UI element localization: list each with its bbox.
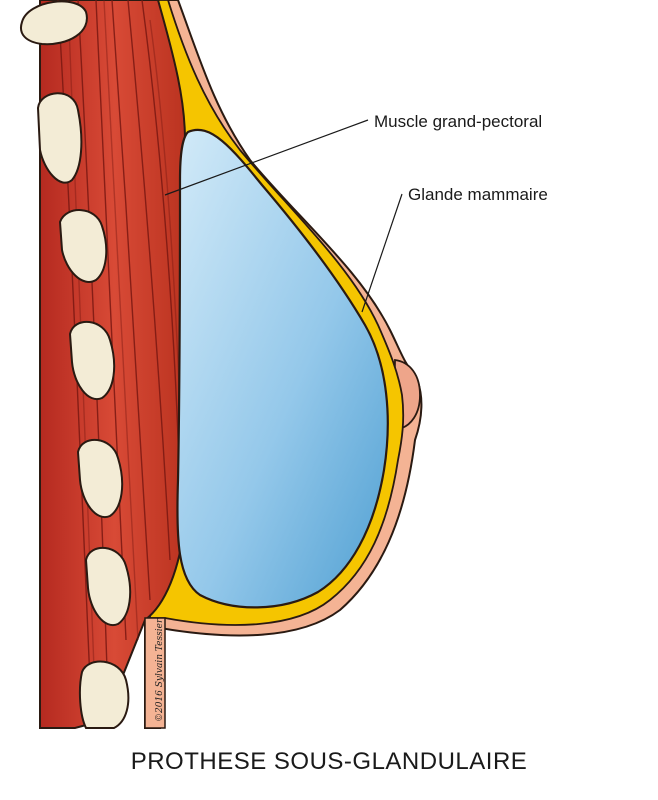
rib-2 [36,92,83,184]
figure-caption: PROTHESE SOUS-GLANDULAIRE [130,748,528,775]
artist-signature: ©2016 Sylvain Tessier [155,618,165,722]
rib-3 [58,209,108,283]
gland-label: Glande mammaire [408,185,548,204]
ribs [20,0,132,729]
muscle-pointer-line [164,119,369,196]
rib-1 [20,0,88,46]
chest-skin-strip [144,617,166,729]
rib-5 [76,438,124,519]
muscle-label: Muscle grand-pectoral [374,112,542,131]
implant [176,128,389,609]
gland-pointer-line [361,193,403,313]
rib-6 [84,546,132,627]
rib-4 [68,320,116,401]
rib-7 [78,660,130,729]
